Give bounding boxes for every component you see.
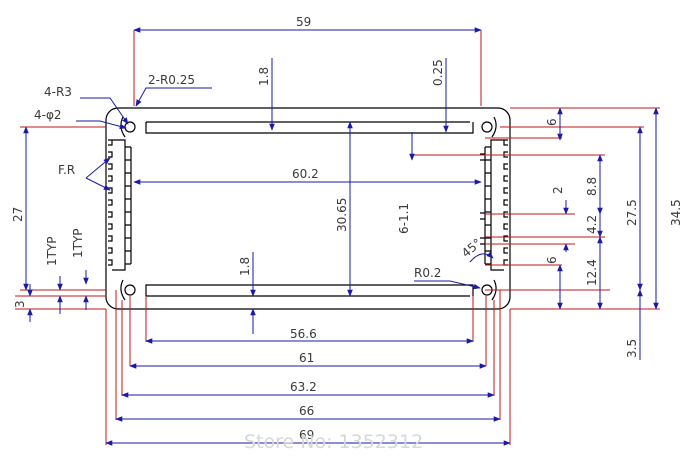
label-top-width: 59 bbox=[296, 15, 311, 29]
pcb-slot-grooves bbox=[480, 153, 485, 245]
label-right-88: 8.8 bbox=[585, 177, 599, 196]
label-w-632: 63.2 bbox=[290, 380, 317, 394]
label-right-2: 2 bbox=[551, 186, 565, 194]
label-slot: 6-1.1 bbox=[397, 203, 411, 234]
leader-fins-b bbox=[85, 177, 111, 191]
leader-hole-dia bbox=[76, 120, 127, 130]
label-w-61: 61 bbox=[299, 351, 314, 365]
corner-hole-top-right bbox=[481, 116, 497, 138]
label-wall-bottom: 1.8 bbox=[238, 257, 252, 276]
callout-inner-radius: 2-R0.25 bbox=[148, 73, 195, 87]
label-w-566: 56.6 bbox=[290, 327, 317, 341]
label-right-42: 4.2 bbox=[585, 215, 599, 234]
label-right-275: 27.5 bbox=[625, 199, 639, 226]
label-left-typ-b: 1TYP bbox=[71, 228, 85, 258]
callout-hole-dia: 4-φ2 bbox=[34, 108, 62, 122]
extension-lines bbox=[15, 30, 660, 445]
label-inner-width: 60.2 bbox=[292, 167, 319, 181]
callout-fins: F.R bbox=[58, 163, 75, 177]
label-right-6-top: 6 bbox=[545, 118, 559, 126]
label-left-typ-a: 1TYP bbox=[45, 236, 59, 266]
leader-fins-a bbox=[85, 157, 111, 179]
label-right-124: 12.4 bbox=[585, 259, 599, 286]
callout-slot-angle: 45° bbox=[459, 236, 484, 260]
label-inner-height: 30.65 bbox=[335, 198, 349, 232]
label-left-3: 3 bbox=[13, 300, 27, 308]
callout-slot-radius: R0.2 bbox=[414, 266, 441, 280]
label-lip-top: 0.25 bbox=[431, 59, 445, 86]
right-fins bbox=[484, 139, 508, 271]
inner-profile bbox=[145, 121, 474, 297]
leader-slot-angle bbox=[469, 251, 494, 263]
label-right-6-bottom: 6 bbox=[545, 256, 559, 264]
label-right-345: 34.5 bbox=[669, 199, 683, 226]
left-fins bbox=[108, 139, 132, 271]
dimension-lines bbox=[23, 27, 659, 446]
label-right-35: 3.5 bbox=[625, 339, 639, 358]
leader-inner-radius bbox=[135, 87, 212, 107]
callout-corner-radius: 4-R3 bbox=[44, 85, 72, 99]
outer-profile bbox=[105, 107, 511, 310]
label-wall-top: 1.8 bbox=[257, 67, 271, 86]
label-w-66: 66 bbox=[299, 404, 314, 418]
label-left-27: 27 bbox=[11, 207, 25, 222]
label-w-69: 69 bbox=[299, 428, 314, 442]
leader-slot-radius bbox=[414, 280, 481, 290]
store-watermark: Store No: 1352312 bbox=[244, 431, 423, 453]
dimension-labels: 59 1.8 0.25 60.2 30.65 6-1.1 1.8 56.6 61… bbox=[11, 15, 683, 442]
corner-hole-bottom-left bbox=[120, 279, 136, 301]
leader-corner-radius bbox=[80, 97, 129, 125]
enclosure-profile bbox=[105, 107, 511, 310]
